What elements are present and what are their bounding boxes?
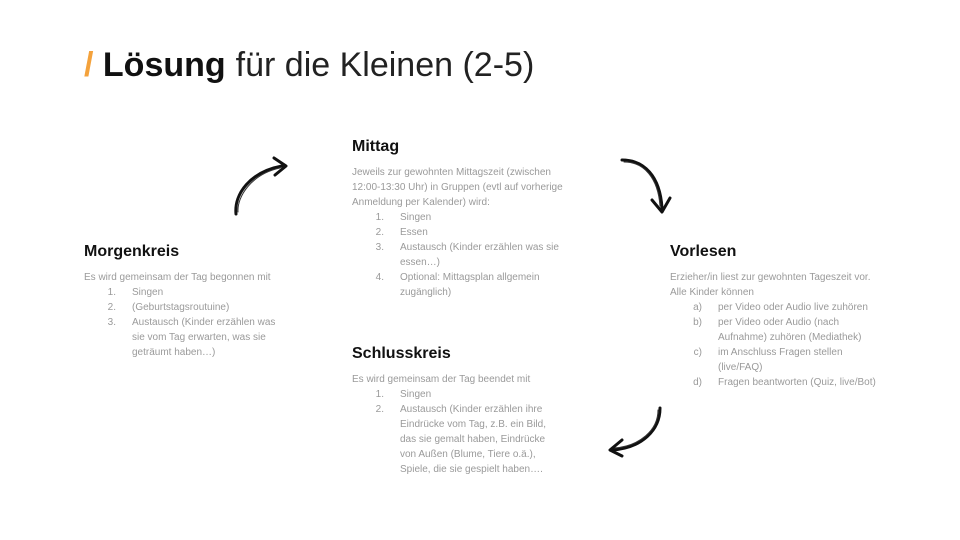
section-intro: Jeweils zur gewohnten Mittagszeit (zwisc… <box>352 167 563 208</box>
list-item: 2. Essen <box>352 225 580 240</box>
list-item-number: 2. <box>375 404 384 415</box>
list-item-text: per Video oder Audio live zuhören <box>718 302 868 313</box>
title-strong: Lösung <box>102 46 226 84</box>
section-heading: Schlusskreis <box>352 345 451 362</box>
list-item-text: per Video oder Audio (nach Aufnahme) zuh… <box>718 317 862 343</box>
list-item-text: (Geburtstagsroutuine) <box>132 302 230 313</box>
section-intro: Erzieher/in liest zur gewohnten Tageszei… <box>670 272 871 298</box>
section-heading: Vorlesen <box>670 243 737 260</box>
list-item-text: Austausch (Kinder erzählen was sie vom T… <box>132 317 276 358</box>
section-list: 1. Singen 2. Austausch (Kinder erzählen ih… <box>352 387 552 477</box>
list-item-number: 3. <box>107 317 116 328</box>
section-list: 1. Singen 2. Essen 3. Austausch (Kinder erz… <box>352 210 580 300</box>
section-intro: Es wird gemeinsam der Tag begonnen mit <box>84 272 271 283</box>
list-item: b) per Video oder Audio (nach Aufnahme) z… <box>670 315 880 345</box>
list-item-number: 1. <box>375 389 384 400</box>
section-intro: Es wird gemeinsam der Tag beendet mit <box>352 374 531 385</box>
list-item-text: Essen <box>400 227 428 238</box>
list-item-number: 1. <box>375 212 384 223</box>
list-item-number: c) <box>693 347 702 358</box>
list-item: 2. (Geburtstagsroutuine) <box>84 300 284 315</box>
list-item-number: 3. <box>375 242 384 253</box>
list-item-number: d) <box>693 377 702 388</box>
arrow-vorlesen-to-schluss-icon <box>608 406 662 458</box>
list-item-number: 4. <box>375 272 384 283</box>
list-item-number: 2. <box>107 302 116 313</box>
section-heading: Morgenkreis <box>84 243 180 260</box>
list-item-number: 1. <box>107 287 116 298</box>
list-item: 3. Austausch (Kinder erzählen was sie vom… <box>84 315 284 360</box>
section-list: 1. Singen 2. (Geburtstagsroutuine) 3. Austa… <box>84 285 284 360</box>
list-item: a) per Video oder Audio live zuhören <box>670 300 880 315</box>
list-item-text: Optional: Mittagsplan allgemein zugängli… <box>400 272 540 298</box>
list-item-text: Singen <box>132 287 164 298</box>
list-item: 4. Optional: Mittagsplan allgemein zugäng… <box>352 270 580 300</box>
list-item: d) Fragen beantworten (Quiz, live/Bot) <box>670 375 880 390</box>
section-vorlesen: Vorlesen Erzieher/in liest zur gewohnten… <box>670 242 880 390</box>
list-item-text: Austausch (Kinder erzählen was sie essen… <box>400 242 559 268</box>
title-slash: / <box>84 46 94 84</box>
section-list: a) per Video oder Audio live zuhören b) pe… <box>670 300 880 390</box>
list-item-number: a) <box>693 302 702 313</box>
arrow-morgen-to-mittag-icon <box>234 156 288 216</box>
title-rest: für die Kleinen (2-5) <box>235 46 535 84</box>
list-item-number: 2. <box>375 227 384 238</box>
list-item: 2. Austausch (Kinder erzählen ihre Eindrü… <box>352 402 552 477</box>
list-item: c) im Anschluss Fragen stellen (live/FAQ) <box>670 345 880 375</box>
section-morgenkreis: Morgenkreis Es wird gemeinsam der Tag be… <box>84 242 284 360</box>
list-item-text: im Anschluss Fragen stellen (live/FAQ) <box>718 347 843 373</box>
section-mittag: Mittag Jeweils zur gewohnten Mittagszeit… <box>352 137 580 300</box>
list-item: 1. Singen <box>352 387 552 402</box>
arrow-mittag-to-vorlesen-icon <box>620 158 672 214</box>
list-item-text: Fragen beantworten (Quiz, live/Bot) <box>718 377 876 388</box>
section-heading: Mittag <box>352 138 400 155</box>
list-item: 3. Austausch (Kinder erzählen was sie ess… <box>352 240 580 270</box>
list-item-text: Singen <box>400 212 432 223</box>
list-item-number: b) <box>693 317 702 328</box>
section-schlusskreis: Schlusskreis Es wird gemeinsam der Tag b… <box>352 344 552 477</box>
list-item-text: Singen <box>400 389 432 400</box>
list-item: 1. Singen <box>84 285 284 300</box>
list-item-text: Austausch (Kinder erzählen ihre Eindrück… <box>400 404 546 475</box>
list-item: 1. Singen <box>352 210 580 225</box>
